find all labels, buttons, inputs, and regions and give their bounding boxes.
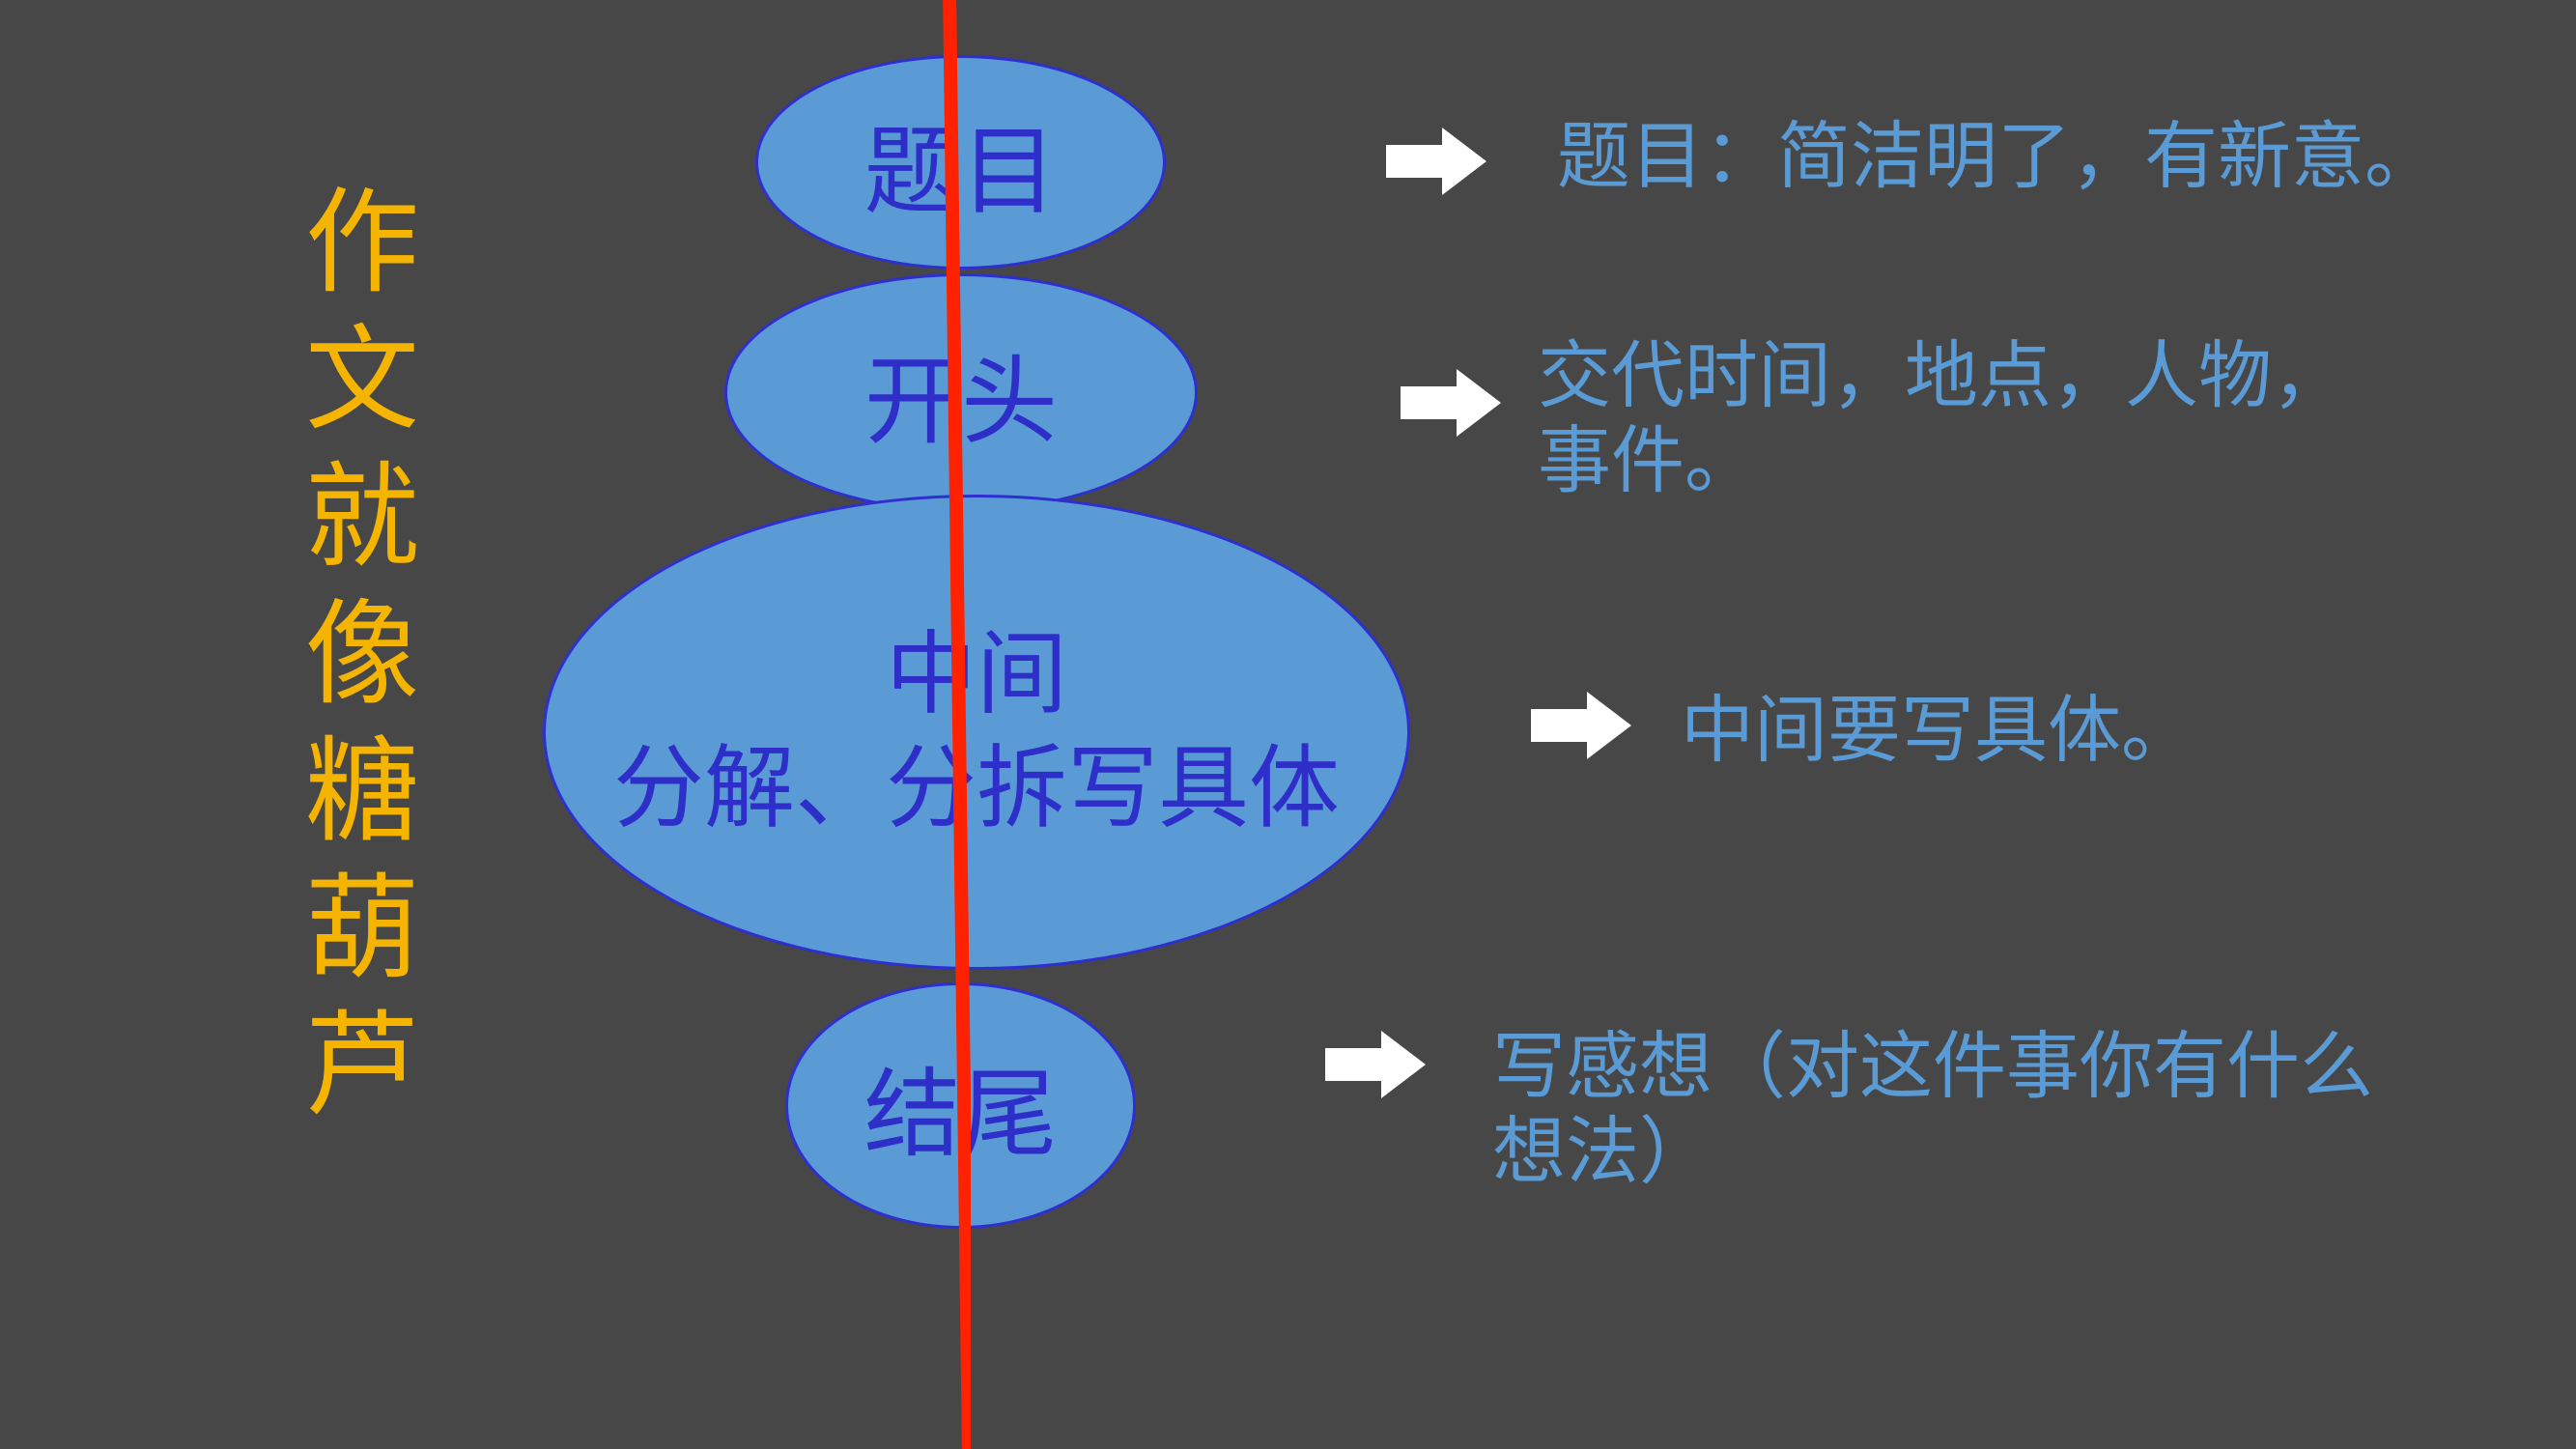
right-arrow-icon (1325, 1031, 1426, 1098)
right-arrow-icon (1386, 128, 1486, 195)
description-middle: 中间要写具体。 (1681, 688, 2194, 773)
description-middle-line: 中间要写具体。 (1681, 687, 2194, 773)
description-ending-line1: 写感想（对这件事你有什么 (1492, 1023, 2373, 1109)
bubble-middle: 中间 分解、分拆写具体 (543, 495, 1410, 970)
description-title: 题目：简洁明了，有新意。 (1557, 114, 2438, 199)
description-title-line: 题目：简洁明了，有新意。 (1557, 113, 2438, 199)
description-opening: 交代时间，地点，人物， 事件。 (1538, 333, 2345, 503)
description-ending: 写感想（对这件事你有什么 想法） (1492, 1024, 2373, 1194)
bubble-middle-label: 中间 (885, 622, 1067, 727)
description-opening-line2: 事件。 (1538, 417, 1758, 503)
description-ending-line2: 想法） (1492, 1108, 1713, 1194)
vertical-title: 作文就像糖葫芦 (304, 176, 419, 1132)
bubble-middle-sublabel: 分解、分拆写具体 (612, 736, 1340, 841)
right-arrow-icon (1531, 692, 1631, 759)
right-arrow-icon (1401, 369, 1501, 437)
bubble-title: 题目 (755, 55, 1166, 270)
bubble-title-label: 题目 (863, 114, 1058, 228)
description-opening-line1: 交代时间，地点，人物， (1538, 332, 2345, 418)
